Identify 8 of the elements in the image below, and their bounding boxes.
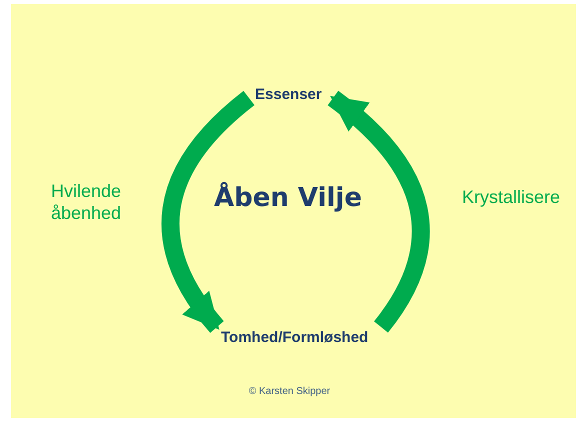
edge-label: Hvilende åbenhed — [50, 180, 122, 224]
stage-label: Essenser — [255, 86, 322, 104]
curved-arrow — [327, 90, 430, 332]
center-title: Åben Vilje — [214, 183, 362, 213]
curved-arrow — [162, 91, 255, 333]
copyright-note: © Karsten Skipper — [248, 386, 332, 397]
stage-label: Tomhed/Formløshed — [221, 329, 368, 347]
edge-label: Krystallisere — [462, 186, 562, 208]
